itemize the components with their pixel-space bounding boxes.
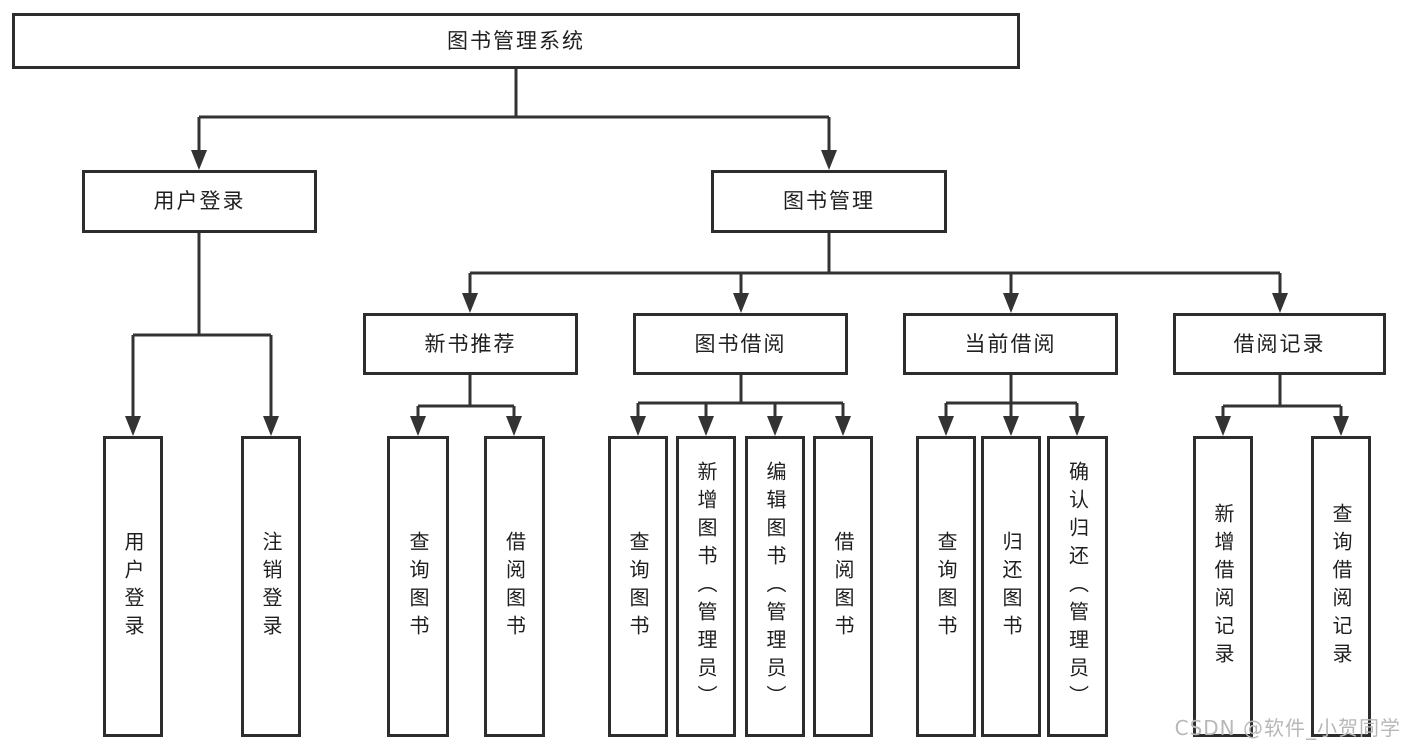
leaf-add-books-admin: 新增图书（管理员） bbox=[676, 436, 736, 737]
leaf-return-books: 归还图书 bbox=[981, 436, 1041, 737]
leaf-query-books-2: 查询图书 bbox=[608, 436, 668, 737]
leaf-logout: 注销登录 bbox=[241, 436, 301, 737]
node-book-management: 图书管理 bbox=[711, 170, 947, 233]
leaf-query-borrow-record: 查询借阅记录 bbox=[1311, 436, 1371, 737]
node-root: 图书管理系统 bbox=[12, 13, 1020, 69]
node-borrow-records: 借阅记录 bbox=[1173, 313, 1386, 375]
leaf-borrow-books-2: 借阅图书 bbox=[813, 436, 873, 737]
leaf-user-login: 用户登录 bbox=[103, 436, 163, 737]
node-user-login: 用户登录 bbox=[82, 170, 317, 233]
node-new-book-recommend: 新书推荐 bbox=[363, 313, 578, 375]
leaf-confirm-return-admin: 确认归还（管理员） bbox=[1047, 436, 1108, 737]
node-current-borrow: 当前借阅 bbox=[903, 313, 1118, 375]
csdn-watermark: CSDN @软件_小贺同学 bbox=[1174, 716, 1401, 740]
leaf-query-books-3: 查询图书 bbox=[916, 436, 976, 737]
leaf-query-books-1: 查询图书 bbox=[387, 436, 449, 737]
node-book-borrow: 图书借阅 bbox=[633, 313, 848, 375]
leaf-borrow-books-1: 借阅图书 bbox=[484, 436, 545, 737]
leaf-edit-books-admin: 编辑图书（管理员） bbox=[745, 436, 805, 737]
leaf-add-borrow-record: 新增借阅记录 bbox=[1193, 436, 1253, 737]
